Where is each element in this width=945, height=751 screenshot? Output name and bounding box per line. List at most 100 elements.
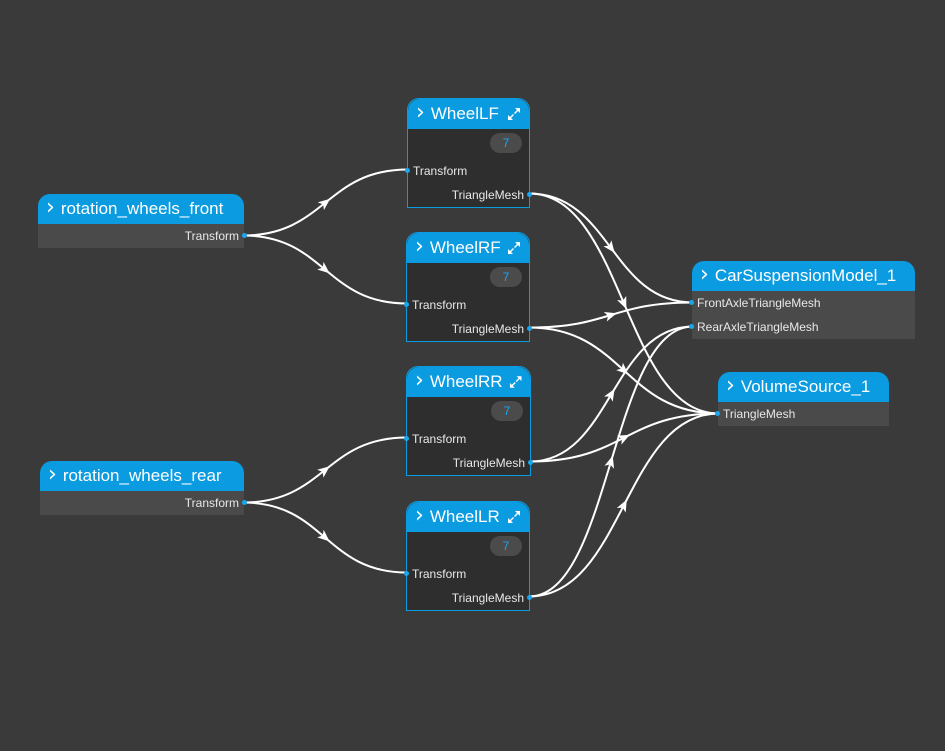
- expand-icon[interactable]: [507, 107, 521, 121]
- connection-edge[interactable]: [528, 412, 720, 598]
- port-label: TriangleMesh: [723, 407, 796, 421]
- port-dot[interactable]: [689, 324, 694, 329]
- chevron-right-icon[interactable]: ›: [415, 367, 424, 393]
- port-dot[interactable]: [715, 411, 720, 416]
- connection-edge[interactable]: [528, 301, 694, 329]
- chevron-right-icon[interactable]: ›: [415, 233, 424, 259]
- port-label: RearAxleTriangleMesh: [697, 320, 819, 334]
- input-port-transform[interactable]: Transform: [404, 293, 529, 317]
- edge-arrow-icon: [317, 261, 330, 274]
- output-port-transform[interactable]: Transform: [40, 491, 247, 515]
- port-dot[interactable]: [242, 233, 247, 238]
- expand-icon[interactable]: [507, 510, 521, 524]
- node-title: WheelLR: [429, 507, 500, 526]
- connection-edge[interactable]: [242, 501, 408, 574]
- node-header[interactable]: › VolumeSource_1: [718, 372, 889, 402]
- port-label: FrontAxleTriangleMesh: [697, 296, 821, 310]
- edge-arrow-icon: [604, 388, 615, 402]
- port-dot[interactable]: [527, 595, 532, 600]
- port-label: TriangleMesh: [451, 322, 524, 336]
- output-port-trianglemesh[interactable]: TriangleMesh: [407, 586, 532, 610]
- connection-edge[interactable]: [528, 325, 694, 598]
- chevron-right-icon[interactable]: ›: [415, 502, 424, 528]
- connection-edge[interactable]: [529, 412, 720, 463]
- connection-edge[interactable]: [528, 192, 694, 304]
- edge-arrow-icon: [616, 434, 630, 445]
- node-title: WheelRR: [429, 372, 503, 391]
- badge-row: 7: [408, 129, 529, 159]
- badge-row: 7: [407, 397, 530, 427]
- count-badge: 7: [490, 536, 522, 556]
- node-header[interactable]: › rotation_wheels_front: [38, 194, 244, 224]
- port-dot[interactable]: [242, 500, 247, 505]
- edge-arrow-icon: [604, 455, 615, 469]
- node-body: TriangleMesh: [715, 402, 889, 426]
- node-header[interactable]: › WheelLR: [407, 502, 529, 532]
- node-title: VolumeSource_1: [740, 377, 871, 396]
- edge-arrow-icon: [317, 529, 330, 542]
- connection-edge[interactable]: [242, 436, 408, 504]
- input-port-frontaxletrianglemesh[interactable]: FrontAxleTriangleMesh: [689, 291, 915, 315]
- node-title: rotation_wheels_rear: [62, 466, 222, 485]
- port-dot[interactable]: [689, 300, 694, 305]
- port-label: TriangleMesh: [452, 456, 525, 470]
- input-port-transform[interactable]: Transform: [404, 427, 530, 451]
- count-badge: 7: [491, 401, 523, 421]
- connection-edge[interactable]: [528, 326, 720, 415]
- node-header[interactable]: › WheelLF: [408, 99, 529, 129]
- chevron-right-icon[interactable]: ›: [46, 194, 55, 220]
- input-port-rearaxletrianglemesh[interactable]: RearAxleTriangleMesh: [689, 315, 915, 339]
- connection-edge[interactable]: [242, 234, 408, 305]
- count-badge: 7: [490, 133, 522, 153]
- node-header[interactable]: ›WheelRF: [407, 233, 529, 263]
- node-header[interactable]: ›CarSuspensionModel_1: [692, 261, 915, 291]
- port-dot[interactable]: [528, 460, 533, 465]
- input-port-trianglemesh[interactable]: TriangleMesh: [715, 402, 889, 426]
- output-port-trianglemesh[interactable]: TriangleMesh: [407, 317, 532, 341]
- port-dot[interactable]: [404, 302, 409, 307]
- output-port-transform[interactable]: Transform: [38, 224, 247, 248]
- connection-edge[interactable]: [242, 168, 409, 237]
- port-dot[interactable]: [527, 326, 532, 331]
- expand-icon[interactable]: [507, 241, 521, 255]
- port-label: Transform: [412, 298, 467, 312]
- port-dot[interactable]: [404, 436, 409, 441]
- input-port-transform[interactable]: Transform: [405, 159, 529, 183]
- port-dot[interactable]: [405, 168, 410, 173]
- port-label: Transform: [413, 164, 468, 178]
- node-header[interactable]: › WheelRR: [407, 367, 530, 397]
- output-port-trianglemesh[interactable]: TriangleMesh: [407, 451, 533, 475]
- chevron-right-icon[interactable]: ›: [48, 461, 57, 487]
- node-title: WheelLF: [430, 104, 499, 123]
- chevron-right-icon[interactable]: ›: [700, 261, 709, 287]
- port-dot[interactable]: [404, 571, 409, 576]
- expand-icon[interactable]: [509, 375, 522, 389]
- chevron-right-icon[interactable]: ›: [726, 372, 735, 398]
- chevron-right-icon[interactable]: ›: [416, 99, 425, 125]
- badge-row: 7: [407, 532, 529, 562]
- edge-arrow-icon: [317, 466, 330, 478]
- node-header[interactable]: › rotation_wheels_rear: [40, 461, 244, 491]
- port-dot[interactable]: [527, 192, 532, 197]
- edge-arrow-icon: [617, 296, 627, 310]
- connection-edge[interactable]: [529, 325, 694, 463]
- output-port-trianglemesh[interactable]: TriangleMesh: [408, 183, 532, 207]
- input-port-transform[interactable]: Transform: [404, 562, 529, 586]
- edge-arrow-icon: [317, 198, 331, 211]
- node-title: rotation_wheels_front: [60, 199, 224, 218]
- port-label: TriangleMesh: [451, 591, 524, 605]
- port-label: Transform: [184, 496, 239, 510]
- badge-row: 7: [407, 263, 529, 293]
